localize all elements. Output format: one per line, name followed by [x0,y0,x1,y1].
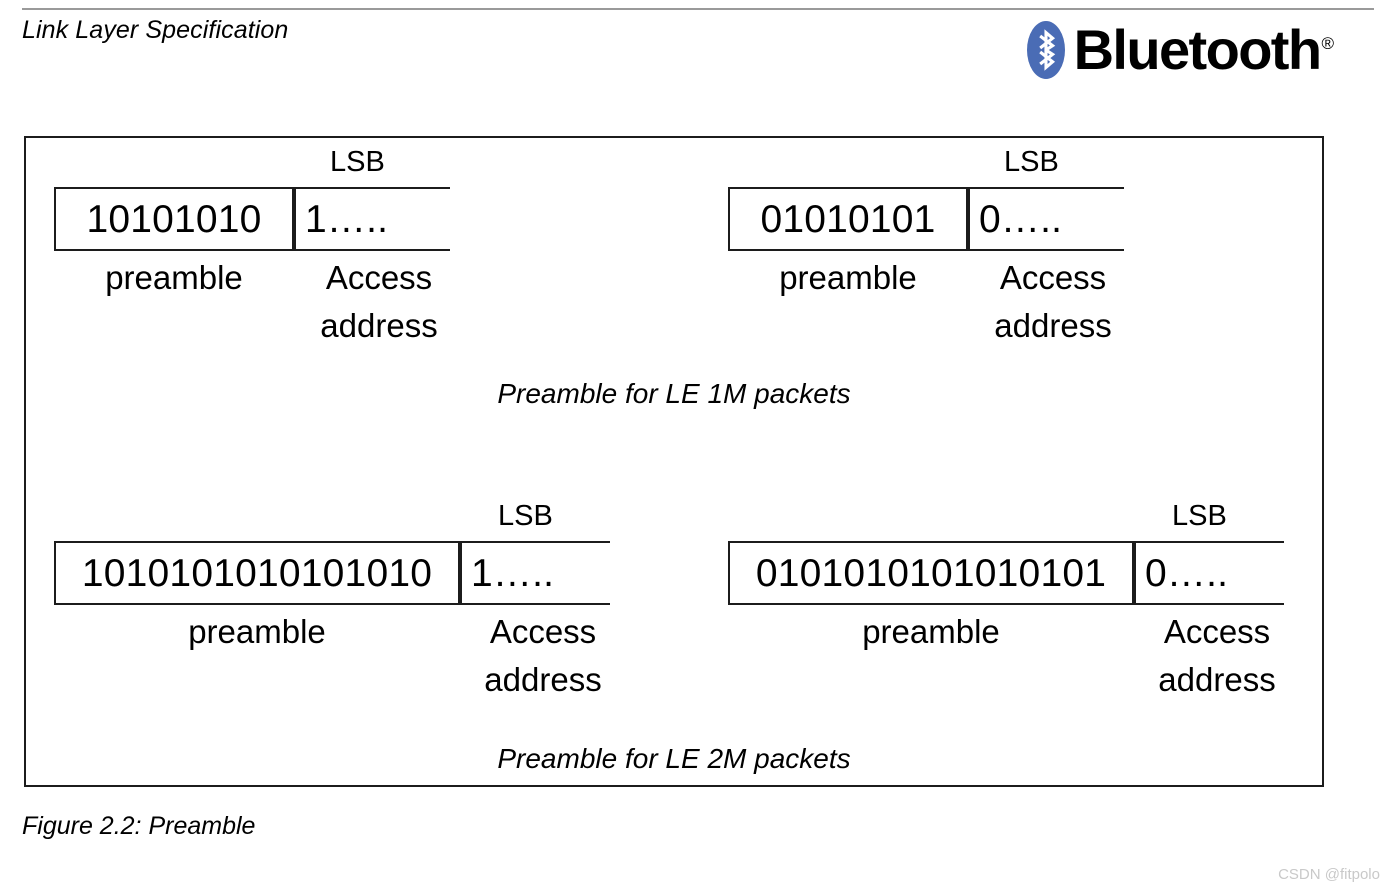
page-header-title: Link Layer Specification [22,16,289,44]
preamble-field-cell: 1010101010101010 [54,541,460,605]
packet-diagram-le2m-b: LSB 0101010101010101 0….. preamble Acces… [728,502,1288,732]
preamble-bits-value: 10101010 [86,197,262,241]
access-address-caption-line1: Access [999,259,1107,296]
registered-trademark-icon: ® [1321,34,1334,54]
access-address-caption: Access address [1134,608,1300,704]
packet-diagram-le1m-b: LSB 01010101 0….. preamble Access addres… [728,148,1128,378]
packet-field-row: 1010101010101010 1….. [54,541,610,605]
preamble-bits-value: 0101010101010101 [755,551,1107,595]
access-address-caption: Access address [460,608,626,704]
preamble-caption: preamble [188,613,326,650]
lsb-label: LSB [1004,146,1059,178]
preamble-bits-value: 1010101010101010 [81,551,433,595]
brand-wordmark: Bluetooth® [1074,21,1334,79]
preamble-caption: preamble [105,259,243,296]
preamble-field-cell: 01010101 [728,187,968,251]
group-caption-le1m: Preamble for LE 1M packets [497,378,851,409]
lsb-label: LSB [1172,500,1227,532]
access-address-bits-value: 0….. [1145,551,1229,595]
figure-label: Figure 2.2: Preamble [22,812,256,840]
access-address-caption-line2: address [1158,661,1276,698]
preamble-field-cell: 0101010101010101 [728,541,1134,605]
access-address-field-cell: 1….. [294,187,450,251]
access-address-caption-line2: address [994,307,1112,344]
access-address-bits-value: 1….. [471,551,555,595]
bluetooth-rune-icon [1026,21,1065,79]
header-divider-rule [22,8,1374,10]
access-address-caption-line1: Access [325,259,433,296]
access-address-caption-line2: address [320,307,438,344]
preamble-bits-value: 01010101 [760,197,936,241]
access-address-bits-value: 0….. [979,197,1063,241]
preamble-caption: preamble [862,613,1000,650]
packet-diagram-le2m-a: LSB 1010101010101010 1….. preamble Acces… [54,502,614,732]
group-caption-le2m: Preamble for LE 2M packets [497,743,851,774]
preamble-field-cell: 10101010 [54,187,294,251]
access-address-caption-line2: address [484,661,602,698]
figure-frame: LSB 10101010 1….. preamble Access addres… [24,136,1324,787]
lsb-label: LSB [330,146,385,178]
access-address-caption-line1: Access [1163,613,1271,650]
lsb-label: LSB [498,500,553,532]
preamble-caption: preamble [779,259,917,296]
packet-diagram-le1m-a: LSB 10101010 1….. preamble Access addres… [54,148,454,378]
access-address-caption-line1: Access [489,613,597,650]
access-address-caption: Access address [294,254,464,350]
packet-field-row: 10101010 1….. [54,187,450,251]
watermark: CSDN @fitpolo [1278,866,1380,883]
access-address-caption: Access address [968,254,1138,350]
packet-field-row: 0101010101010101 0….. [728,541,1284,605]
access-address-field-cell: 0….. [1134,541,1284,605]
bluetooth-logo: Bluetooth® [1026,18,1334,82]
brand-name-text: Bluetooth [1073,18,1322,81]
packet-field-row: 01010101 0….. [728,187,1124,251]
access-address-field-cell: 0….. [968,187,1124,251]
access-address-field-cell: 1….. [460,541,610,605]
access-address-bits-value: 1….. [305,197,389,241]
